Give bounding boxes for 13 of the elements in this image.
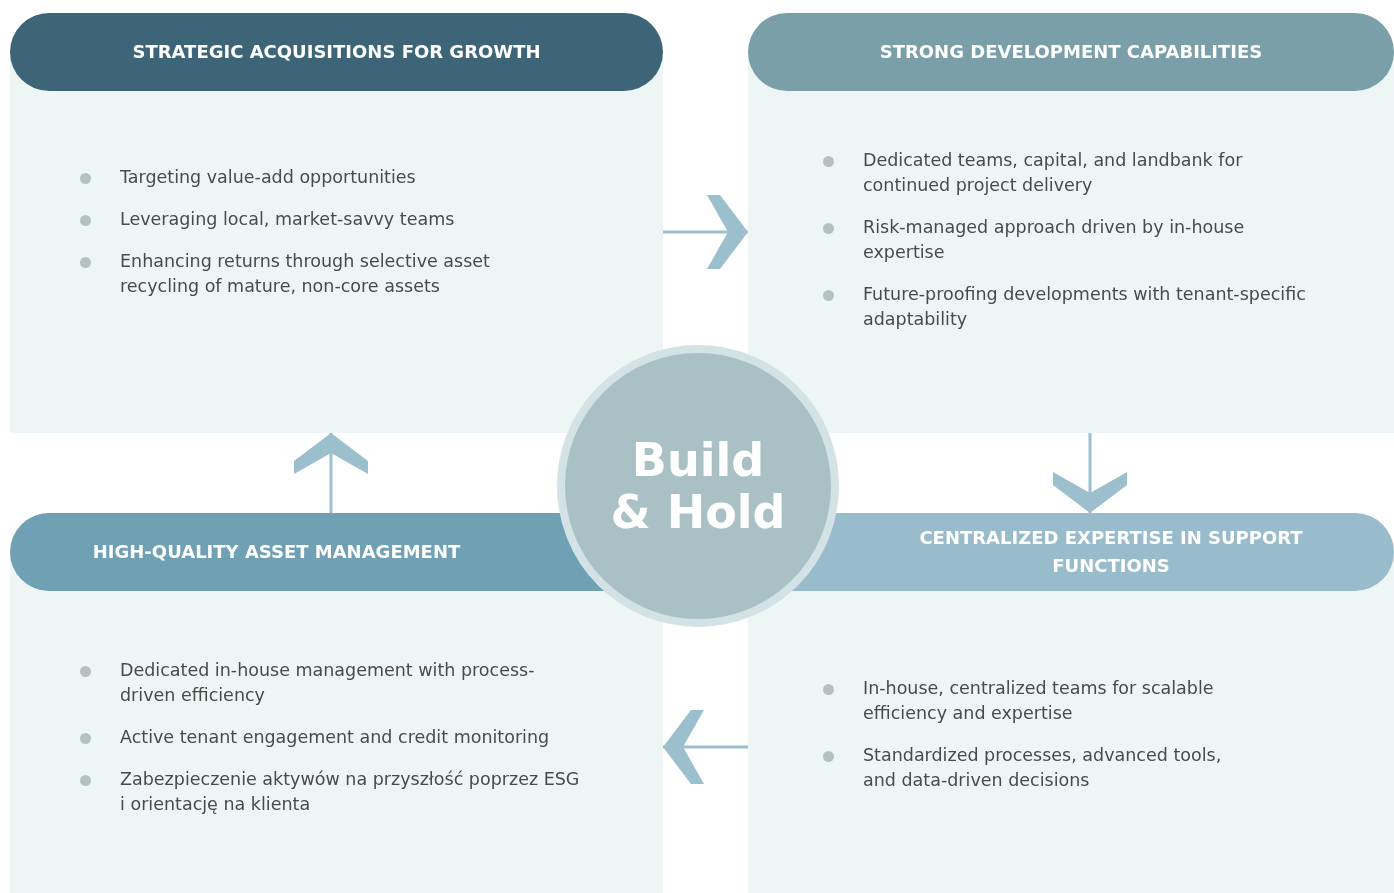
bullet-text: Dedicated teams, capital, and landbank for continued project delivery <box>863 150 1243 195</box>
bullet-text: Risk-managed approach driven by in-house expertise <box>863 217 1245 262</box>
bullet-text: Standardized processes, advanced tools, and data-driven decisions <box>863 745 1222 790</box>
bullet-text: Active tenant engagement and credit monitoring <box>120 727 550 747</box>
bullet-text: Leveraging local, market-savvy teams <box>120 209 455 229</box>
bullet-text: Targeting value-add opportunities <box>120 167 416 187</box>
bullet-text: Enhancing returns through selective asset recycling of mature, non-core assets <box>120 251 490 296</box>
header-banner: STRONG DEVELOPMENT CAPABILITIES <box>748 13 1394 91</box>
bullet-text: Future-proofing developments with tenant-specific adaptability <box>863 284 1306 329</box>
bullet-text: In-house, centralized teams for scalable efficiency and expertise <box>863 678 1214 723</box>
header-banner: STRATEGIC ACQUISITIONS FOR GROWTH <box>10 13 663 91</box>
bullet-text: Dedicated in-house management with process-driven efficiency <box>120 660 535 705</box>
bullet-text: Zabezpieczenie aktywów na przyszłość poprzez ESG i orientację na klienta <box>120 769 580 814</box>
